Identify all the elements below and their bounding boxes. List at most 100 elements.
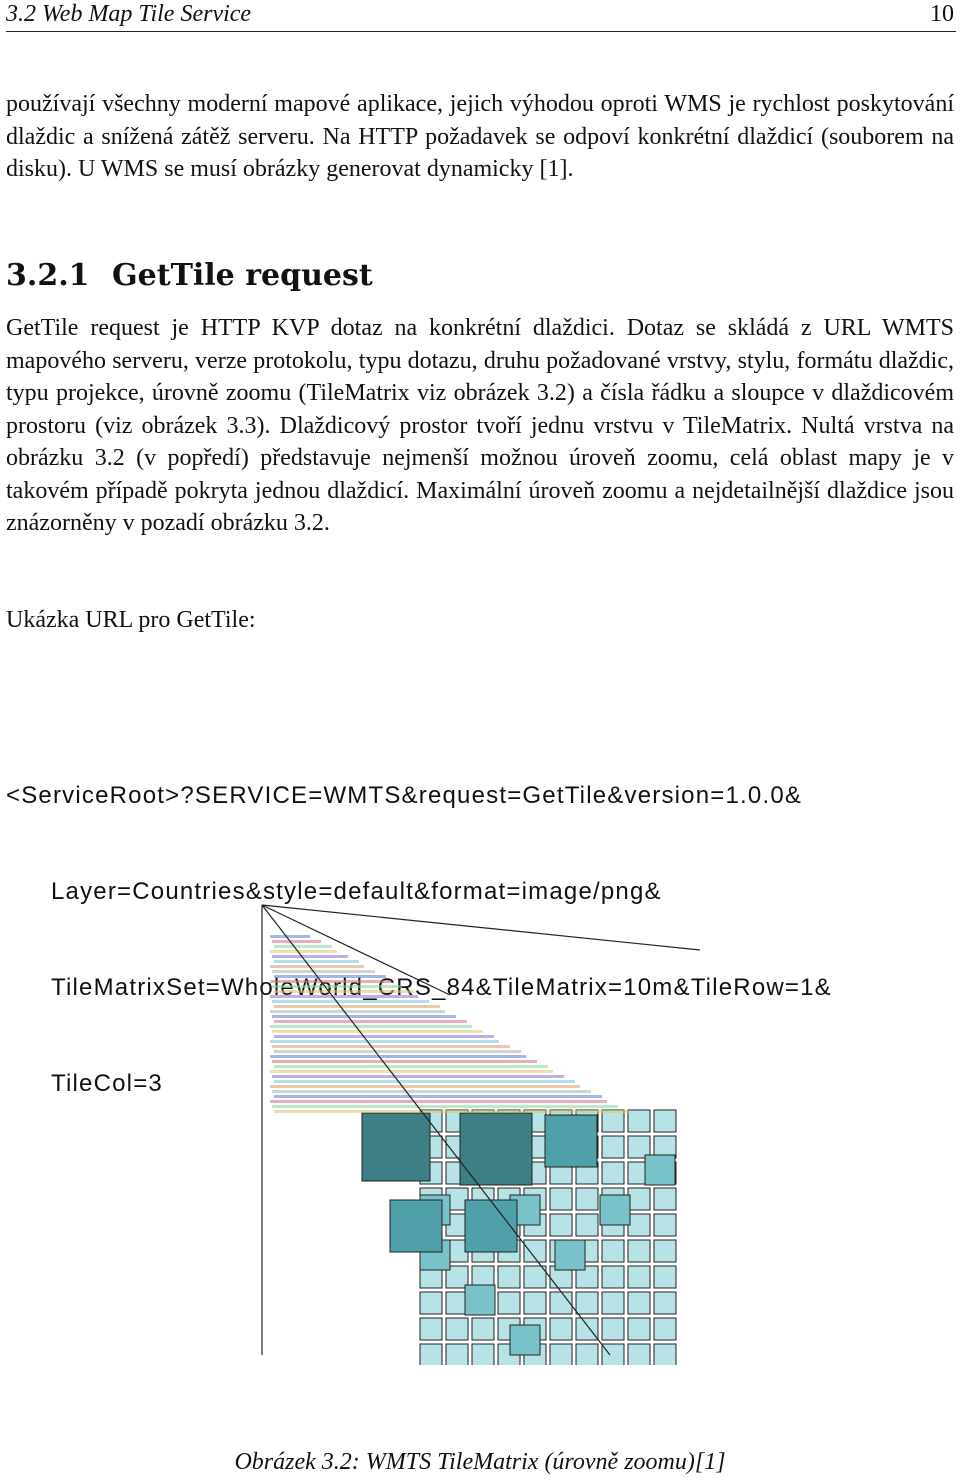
tile-level-3 [653, 1213, 677, 1237]
distorted-tile-band [274, 1035, 494, 1038]
distorted-tile-band [270, 1100, 607, 1103]
distorted-tile-band [274, 975, 386, 978]
pyramid-line [261, 904, 451, 996]
running-header-title: 3.2 Web Map Tile Service [6, 1, 252, 27]
tile-level-3 [601, 1343, 625, 1365]
distorted-tile-band [274, 1050, 521, 1053]
tile-level-3 [497, 1291, 521, 1315]
tile-level-1 [389, 1114, 598, 1253]
distorted-tile-band [272, 985, 402, 988]
tile-level-3 [653, 1265, 677, 1289]
distorted-tile-band [272, 1075, 564, 1078]
tile-level-1 [464, 1199, 518, 1253]
tile-level-3 [523, 1239, 547, 1263]
tile-level-0 [459, 1112, 533, 1186]
tile-level-3 [549, 1317, 573, 1341]
section-heading: 3.2.1 GetTile request [6, 258, 373, 294]
tile-level-3 [653, 1109, 677, 1133]
tile-level-3 [653, 1343, 677, 1365]
tile-level-3 [653, 1317, 677, 1341]
tile-level-3 [627, 1343, 651, 1365]
tile-level-3 [653, 1187, 677, 1211]
distorted-tile-band [274, 990, 413, 993]
code-block: <ServiceRoot>?SERVICE=WMTS&request=GetTi… [6, 716, 832, 1132]
tile-level-3 [601, 1291, 625, 1315]
tile-level-3 [601, 1317, 625, 1341]
tile-level-3 [575, 1265, 599, 1289]
figure-caption: Obrázek 3.2: WMTS TileMatrix (úrovně zoo… [234, 1449, 726, 1475]
distorted-tile-band [272, 1045, 510, 1048]
tile-level-0 [361, 1112, 533, 1186]
tile-level-3 [523, 1291, 547, 1315]
tile-level-3 [549, 1213, 573, 1237]
tile-level-2 [599, 1194, 631, 1226]
tile-level-0 [361, 1112, 431, 1182]
tile-level-3 [627, 1317, 651, 1341]
tilematrix-figure [261, 904, 701, 1365]
tile-level-3 [575, 1291, 599, 1315]
tile-level-2 [554, 1239, 586, 1271]
pyramid-line [261, 904, 701, 951]
distorted-tile-band [270, 980, 391, 983]
tile-level-3 [523, 1265, 547, 1289]
page-number: 10 [930, 1, 954, 27]
tile-level-3 [549, 1343, 573, 1365]
distorted-tile-band [272, 1000, 429, 1003]
tile-level-3 [575, 1343, 599, 1365]
distorted-tile-band [272, 1105, 618, 1108]
tile-level-2 [644, 1154, 676, 1186]
distorted-tile-band [270, 1010, 445, 1013]
distorted-tile-band [272, 970, 375, 973]
distorted-tile-band [274, 960, 359, 963]
tile-level-3 [575, 1317, 599, 1341]
tile-level-3 [601, 1161, 625, 1185]
tile-level-3 [601, 1265, 625, 1289]
tile-level-3 [549, 1187, 573, 1211]
tile-level-1 [389, 1199, 443, 1253]
tile-level-3 [445, 1265, 469, 1289]
distorted-tile-band [272, 1030, 483, 1033]
distorted-tile-band [272, 1090, 591, 1093]
tile-level-3 [601, 1239, 625, 1263]
tile-level-2 [464, 1284, 496, 1316]
distorted-tile-band [272, 1015, 456, 1018]
tile-level-1 [544, 1114, 598, 1168]
distorted-tile-band [270, 935, 310, 938]
pyramid-lines [261, 904, 701, 1356]
tile-level-3 [549, 1291, 573, 1315]
distorted-tile-band [274, 1005, 440, 1008]
tile-level-3 [419, 1343, 443, 1365]
tile-level-2 [509, 1324, 541, 1356]
tile-level-3 [471, 1317, 495, 1341]
paragraph-intro: používají všechny moderní mapové aplikac… [6, 91, 954, 182]
tile-level-3 [471, 1343, 495, 1365]
code-line: <ServiceRoot>?SERVICE=WMTS&request=GetTi… [6, 782, 803, 809]
tile-level-3 [627, 1187, 651, 1211]
distorted-tile-band [270, 965, 364, 968]
distorted-tile-band [274, 1065, 548, 1068]
code-line: Layer=Countries&style=default&format=ima… [51, 878, 662, 905]
tile-level-3 [627, 1135, 651, 1159]
tile-level-3 [627, 1239, 651, 1263]
tile-level-3 [575, 1213, 599, 1237]
distorted-tile-band [274, 1080, 575, 1083]
distorted-tile-band [272, 1060, 537, 1063]
distorted-tile-band [270, 1070, 553, 1073]
distorted-tile-band [270, 1055, 526, 1058]
tile-level-3 [575, 1187, 599, 1211]
distorted-tile-band [270, 1025, 472, 1028]
code-line: TileCol=3 [51, 1070, 163, 1097]
tile-level-3 [601, 1135, 625, 1159]
code-line: TileMatrixSet=WholeWorld_CRS_84&TileMatr… [51, 974, 832, 1001]
section-number: 3.2.1 [6, 258, 90, 293]
distorted-tile-band [272, 955, 348, 958]
tile-level-3 [419, 1291, 443, 1315]
tile-level-3 [419, 1317, 443, 1341]
distorted-tile-band [270, 1085, 580, 1088]
tile-level-3 [653, 1239, 677, 1263]
distorted-tile-band [272, 940, 321, 943]
distorted-tile-band [270, 950, 337, 953]
section-title: GetTile request [112, 258, 373, 293]
tile-level-3 [627, 1109, 651, 1133]
tile-level-3 [627, 1213, 651, 1237]
